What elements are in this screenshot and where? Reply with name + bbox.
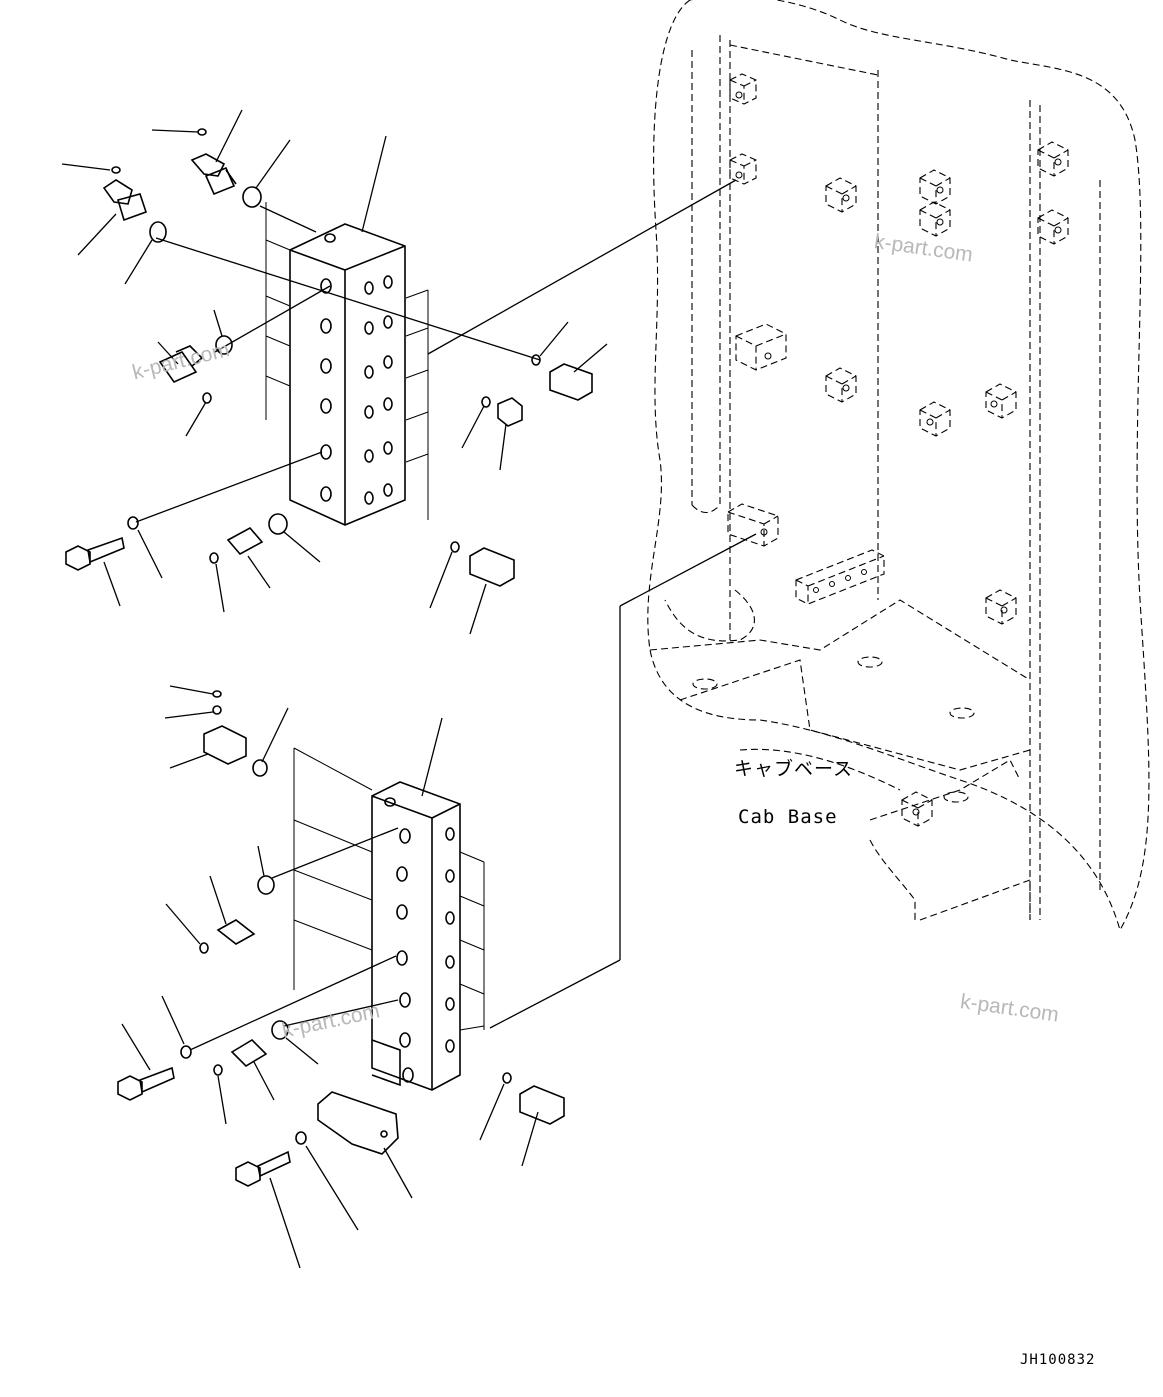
cab-base-label-jp: キャブベース [734, 758, 854, 780]
upper-fittings [65, 128, 593, 587]
cab-base-frame [647, 0, 1150, 932]
drawing-code: JH100832 [1020, 1352, 1096, 1368]
upper-manifold-block [265, 202, 429, 526]
cab-base-label-en: Cab Base [738, 806, 838, 828]
lower-manifold-block [293, 747, 485, 1091]
lower-fittings [117, 690, 565, 1187]
leader-lines [61, 109, 757, 1269]
